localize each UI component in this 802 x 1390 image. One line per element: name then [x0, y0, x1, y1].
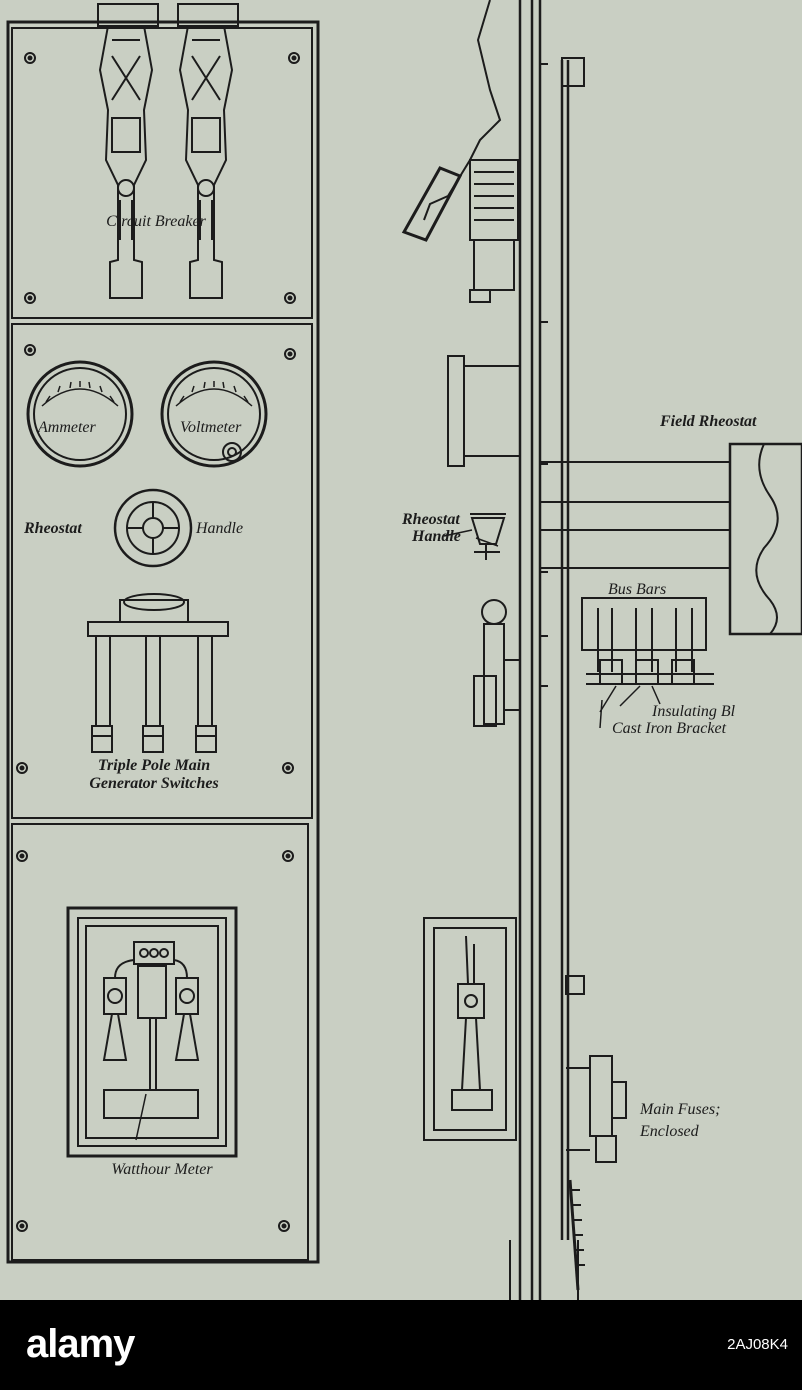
breaker-mechanism-side — [401, 0, 519, 303]
diagram-stage: Circuit Breaker Ammeter Voltmeter Rheost… — [0, 0, 802, 1300]
label-cast-iron-bracket: Cast Iron Bracket — [612, 720, 727, 737]
side-view — [401, 0, 802, 1300]
front-view — [6, 3, 320, 1264]
label-main-fuses-1: Main Fuses; — [640, 1101, 721, 1118]
label-watthour-meter: Watthour Meter — [111, 1161, 213, 1178]
ammeter-dial — [26, 360, 134, 468]
label-triple-pole-1: Triple Pole Main — [97, 757, 211, 774]
image-id: 2AJ08K4 — [727, 1336, 788, 1353]
label-circuit-breaker: Circuit Breaker — [106, 213, 206, 230]
triple-pole-switches — [87, 593, 229, 753]
label-insulating-bl: Insulating Bl — [652, 703, 736, 720]
label-rheostat-handle-2: Handle — [412, 528, 461, 545]
label-handle: Handle — [196, 520, 244, 537]
circuit-breaker-a — [97, 3, 159, 299]
voltmeter-dial — [160, 360, 268, 468]
main-fuses — [566, 1055, 627, 1291]
switchboard-drawing — [6, 0, 802, 1300]
label-voltmeter: Voltmeter — [180, 419, 242, 436]
rheostat-handle-side — [470, 513, 506, 560]
label-triple-pole-2: Generator Switches — [89, 775, 219, 792]
label-ammeter: Ammeter — [38, 419, 96, 436]
watthour-side-view — [423, 917, 517, 1141]
watthour-meter — [102, 941, 200, 1119]
label-main-fuses-2: Enclosed — [640, 1123, 699, 1140]
switch-side-view — [473, 599, 521, 727]
circuit-breaker-b — [177, 3, 239, 299]
label-rheostat: Rheostat — [24, 520, 82, 537]
circuit-breaker-panel — [11, 3, 313, 319]
label-bus-bars: Bus Bars — [608, 581, 667, 598]
rheostat-handwheel — [113, 488, 193, 568]
label-rheostat-handle-1: Rheostat — [402, 511, 460, 528]
bus-bars — [581, 597, 714, 713]
meter-side-view — [447, 355, 521, 467]
alamy-logo: alamy — [26, 1322, 135, 1366]
meter-panel — [11, 323, 313, 819]
field-rheostat — [540, 442, 802, 636]
watermark-footer: alamy 2AJ08K4 — [0, 1300, 802, 1390]
label-field-rheostat: Field Rheostat — [660, 413, 757, 430]
watthour-panel — [11, 823, 309, 1261]
